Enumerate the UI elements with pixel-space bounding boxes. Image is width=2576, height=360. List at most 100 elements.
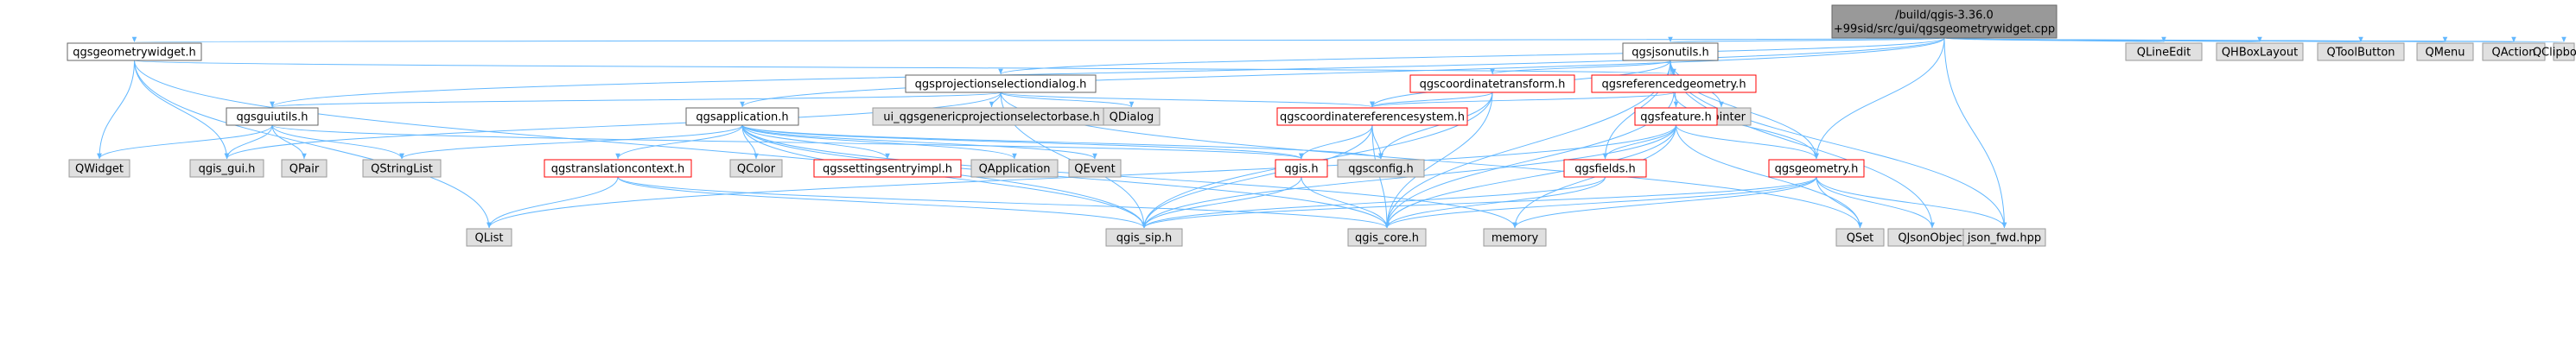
node-box: [68, 159, 130, 178]
node-qgsfeature-h[interactable]: qgsfeature.h: [1634, 107, 1718, 126]
edge-qgsapplication_h-to-qgstranslationcontext_h: [615, 124, 743, 160]
edge-qgsreferencedgeometry_h-to-qgsgeometry_h: [1673, 92, 1819, 160]
node-label: ui_qgsgenericprojectionselectorbase.h: [883, 111, 1099, 124]
node-qlineedit: QLineEdit: [2125, 42, 2203, 61]
node-json-fwd-hpp: json_fwd.hpp: [1962, 228, 2046, 247]
node-box: [1103, 107, 1161, 126]
node-label: qgsconfig.h: [1348, 163, 1413, 176]
edge-qgsfeature_h-to-qgsfields_h: [1602, 124, 1676, 160]
node-box: [466, 228, 512, 247]
node-qlist: QList: [466, 228, 512, 247]
edge-qgsfields_h-to-qgis_sip_h: [1142, 176, 1606, 229]
node-qgsfields-h[interactable]: qgsfields.h: [1563, 159, 1647, 178]
node-qaction: QAction: [2482, 42, 2546, 61]
node-box: [1068, 159, 1122, 178]
edge-qgsgeometry_h-to-qgis_sip_h: [1142, 176, 1817, 229]
edge-qgsguiutils_h-to-qstringlist: [271, 124, 404, 160]
node-qgscoordinatetransform-h[interactable]: qgscoordinatetransform.h: [1409, 74, 1575, 93]
edge-qgsapplication_h-to-qgis_h: [741, 124, 1304, 160]
node-qjsonobject: QJsonObject: [1887, 228, 1977, 247]
node-qset: QSet: [1835, 228, 1885, 247]
node-qgssettingsentryimpl-h[interactable]: qgssettingsentryimpl.h: [813, 159, 962, 178]
node-box: [813, 159, 962, 178]
edge-root-to-json_fwd_hpp: [1943, 37, 2007, 229]
edge-qgsapplication_h-to-qstringlist: [399, 124, 743, 160]
edge-qgsprojectionselectiondialog_h-to-qgscoordinatereferencesystem_h: [1000, 92, 1375, 108]
node-box: [1835, 228, 1885, 247]
node-qgsjsonutils-h[interactable]: qgsjsonutils.h: [1622, 42, 1719, 61]
node-box: [2125, 42, 2203, 61]
node-qgsgeometrywidget-h[interactable]: qgsgeometrywidget.h: [67, 42, 202, 61]
node-box: [544, 159, 692, 178]
node-label: QLineEdit: [2137, 47, 2191, 60]
node-label: QPair: [289, 163, 320, 176]
edge-qgscoordinatereferencesystem_h-to-qgsconfig_h: [1371, 124, 1383, 160]
edge-qgsprojectionselectiondialog_h-to-qgis_gui_h: [224, 92, 1002, 160]
node-label: QAction: [2492, 47, 2536, 60]
node-layer: /build/qgis-3.36.0+99sid/src/gui/qgsgeom…: [67, 4, 2576, 247]
node-qgsgeometry-h[interactable]: qgsgeometry.h: [1768, 159, 1865, 178]
node-label: QApplication: [979, 163, 1051, 176]
node-root[interactable]: /build/qgis-3.36.0+99sid/src/gui/qgsgeom…: [1831, 4, 2058, 39]
node-label: qgis_gui.h: [199, 163, 256, 176]
node-qgstranslationcontext-h[interactable]: qgstranslationcontext.h: [544, 159, 692, 178]
node-qgis-gui-h: qgis_gui.h: [189, 159, 264, 178]
node-box: [1347, 228, 1427, 247]
node-label: qgscoordinatetransform.h: [1420, 79, 1566, 92]
node-box: [2216, 42, 2304, 61]
node-box: [729, 159, 783, 178]
edge-qgsapplication_h-to-memory: [741, 124, 1517, 229]
edge-qgstranslationcontext_h-to-qgis_sip_h: [617, 176, 1147, 229]
edge-qgsgeometry_h-to-json_fwd_hpp: [1816, 176, 2007, 229]
node-qgsapplication-h[interactable]: qgsapplication.h: [685, 107, 799, 126]
node-qgis-h[interactable]: qgis.h: [1275, 159, 1328, 178]
node-box: [2553, 42, 2575, 61]
node-qtoolbutton: QToolButton: [2317, 42, 2405, 61]
node-box: [1563, 159, 1647, 178]
node-label: json_fwd.hpp: [1967, 232, 2041, 245]
edge-root-to-qgsgeometry_h: [1814, 37, 1945, 160]
node-qgsprojectionselectiondialog-h[interactable]: qgsprojectionselectiondialog.h: [905, 74, 1097, 93]
edge-root-to-qgsapplication_h: [740, 37, 1945, 108]
node-qcolor: QColor: [729, 159, 783, 178]
edge-root-to-qgsprojectionselectiondialog_h: [998, 37, 1945, 75]
node-qhboxlayout: QHBoxLayout: [2216, 42, 2304, 61]
edge-qgsapplication_h-to-qgssettingsentryimpl_h: [741, 124, 890, 160]
edge-qgsgeometry_h-to-memory: [1512, 176, 1817, 229]
edge-root-to-qgsgeometrywidget_h: [134, 36, 1945, 43]
node-box: [1768, 159, 1865, 178]
node-qdialog: QDialog: [1103, 107, 1161, 126]
edge-qgsapplication_h-to-qgis_core_h: [741, 124, 1390, 229]
node-label: qgis_sip.h: [1116, 232, 1172, 245]
node-box: [1409, 74, 1575, 93]
edge-root-to-qgsguiutils_h: [270, 37, 1945, 108]
edge-qgstranslationcontext_h-to-qlist: [487, 176, 619, 229]
node-label: memory: [1492, 232, 1539, 245]
edge-qgsgeometrywidget_h-to-qgis_sip_h: [134, 60, 1147, 229]
edge-qgsgeometrywidget_h-to-qlist: [134, 60, 492, 229]
node-label: QDialog: [1110, 111, 1154, 124]
edge-qgsapplication_h-to-qevent: [741, 124, 1097, 160]
node-box: [1591, 74, 1757, 93]
node-box: [1105, 228, 1183, 247]
node-label: qgsguiutils.h: [236, 111, 308, 124]
node-label: QSet: [1847, 232, 1874, 245]
node-qgsguiutils-h[interactable]: qgsguiutils.h: [226, 107, 319, 126]
node-qgscoordinatereferencesystem-h[interactable]: qgscoordinatereferencesystem.h: [1276, 107, 1468, 126]
edge-qgsgeometrywidget_h-to-qwidget: [97, 60, 135, 160]
edge-qgsgeometrywidget_h-to-qgis_gui_h: [134, 60, 230, 160]
edge-qgsprojectionselectiondialog_h-to-qdialog: [1000, 92, 1135, 108]
node-box: [970, 159, 1059, 178]
node-label: QWidget: [75, 163, 124, 176]
node-qmenu: QMenu: [2416, 42, 2474, 61]
node-label: qgsgeometry.h: [1775, 163, 1859, 176]
edge-qgsguiutils_h-to-qgis_h: [271, 124, 1304, 160]
node-qgis-core-h: qgis_core.h: [1347, 228, 1427, 247]
node-qgsreferencedgeometry-h[interactable]: qgsreferencedgeometry.h: [1591, 74, 1757, 93]
edge-qgsgeometrywidget_h-to-qgsreferencedgeometry_h: [134, 60, 1676, 75]
node-label: QEvent: [1074, 163, 1115, 176]
node-label: QColor: [737, 163, 776, 176]
node-qpair: QPair: [281, 159, 328, 178]
